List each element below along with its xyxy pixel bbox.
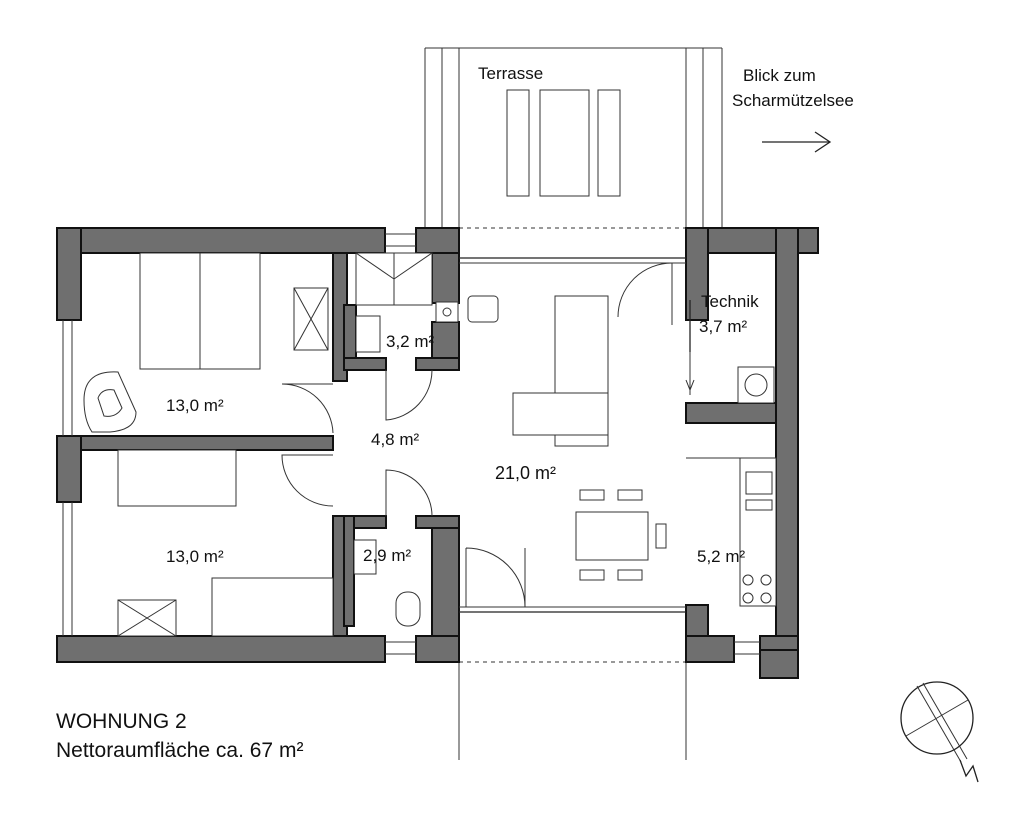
terrace-label: Terrasse xyxy=(478,64,543,83)
bath-fixtures xyxy=(353,252,499,627)
doors xyxy=(281,262,695,608)
bedroom-top-furniture xyxy=(83,252,329,433)
wc-area: 2,9 m² xyxy=(363,546,412,565)
living-furniture xyxy=(512,295,667,581)
bedroom-top-area: 13,0 m² xyxy=(166,396,224,415)
bath-area: 3,2 m² xyxy=(386,332,435,351)
walls xyxy=(56,227,819,679)
windows xyxy=(62,233,760,655)
sun-loungers xyxy=(506,89,621,197)
kitchen-area: 5,2 m² xyxy=(697,547,746,566)
technik-name: Technik xyxy=(701,292,759,311)
bedroom-bottom-furniture xyxy=(117,449,334,637)
north-arrow-icon xyxy=(900,681,979,783)
view-arrow xyxy=(762,131,832,153)
bedroom-bottom-area: 13,0 m² xyxy=(166,547,224,566)
apartment-title: WOHNUNG 2 xyxy=(56,710,187,733)
technik-area: 3,7 m² xyxy=(699,317,748,336)
view-label-line2: Scharmützelsee xyxy=(732,91,854,110)
view-label-line1: Blick zum xyxy=(743,66,816,85)
kitchen-fixtures xyxy=(686,366,777,607)
hall-area: 4,8 m² xyxy=(371,430,420,449)
living-area: 21,0 m² xyxy=(495,463,556,483)
net-area-caption: Nettoraumfläche ca. 67 m² xyxy=(56,739,303,762)
terrace xyxy=(424,47,723,229)
terrace-bottom xyxy=(458,661,687,760)
